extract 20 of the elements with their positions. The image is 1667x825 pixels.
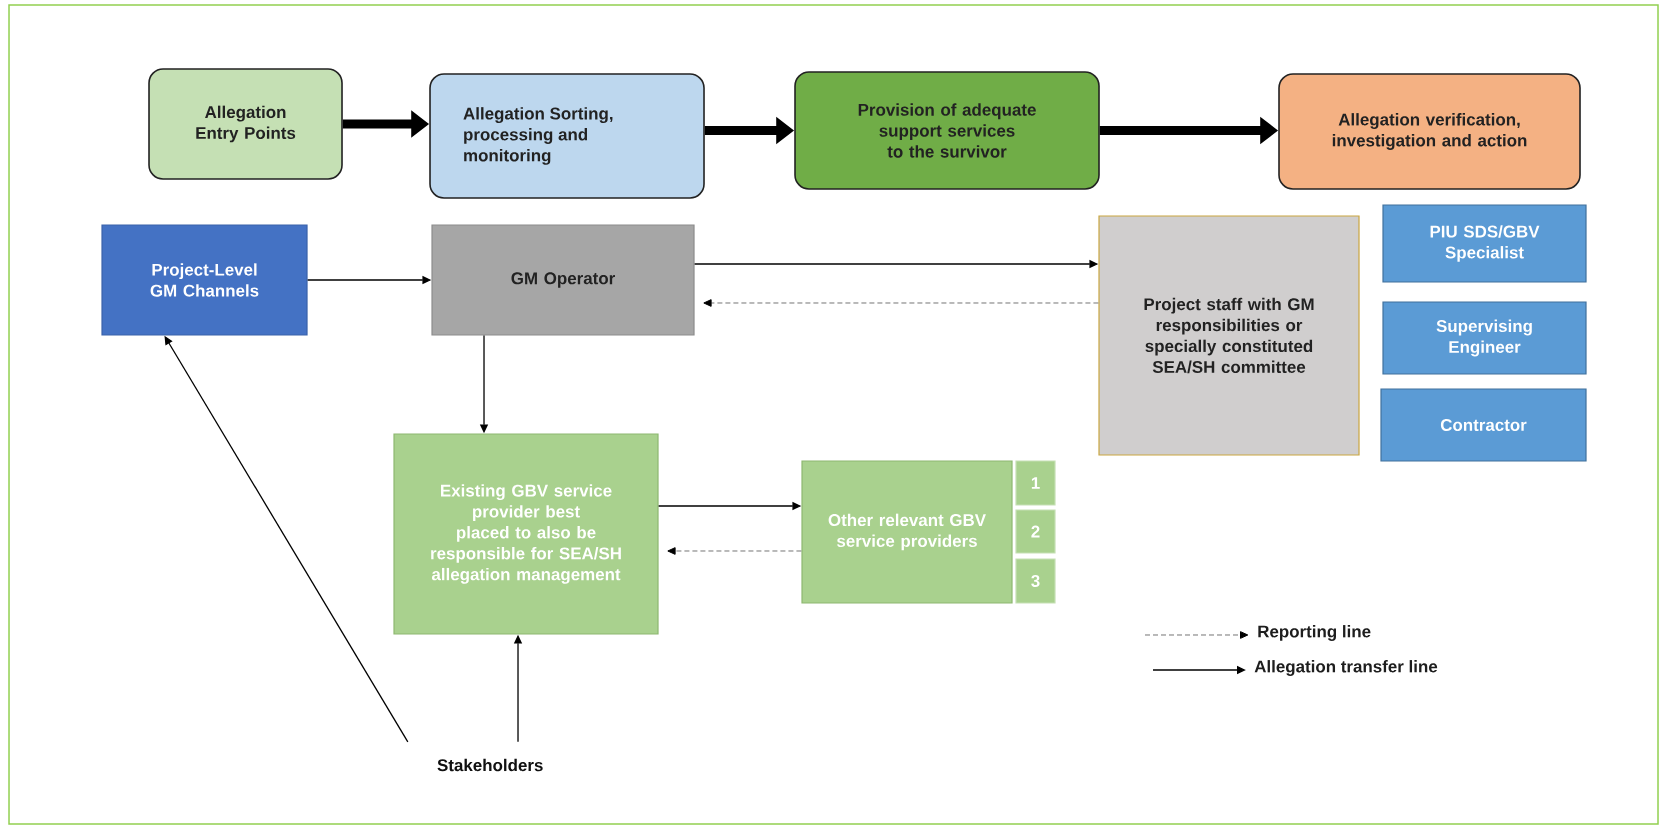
- number-box: 2: [1015, 509, 1056, 554]
- stage-box: Allegation Entry Points: [148, 68, 343, 180]
- stage-box: Allegation verification, investigation and action: [1278, 73, 1581, 190]
- process-box: GM Operator: [431, 224, 695, 336]
- stakeholders-label: Stakeholders: [437, 758, 543, 772]
- role-box: Supervising Engineer: [1382, 301, 1587, 375]
- role-box: Contractor: [1380, 388, 1587, 462]
- process-box: Existing GBV service provider best placed to also be responsible for SEA/SH allegation management: [393, 433, 659, 635]
- stage-box: Allegation Sorting, processing and monitoring: [429, 73, 705, 199]
- process-box: Other relevant GBV service providers: [801, 460, 1013, 604]
- legend-label: Reporting line: [1258, 625, 1371, 641]
- stage-box: Provision of adequate support services to the survivor: [794, 71, 1100, 190]
- arrow: [703, 299, 1099, 307]
- legend-label: Allegation transfer line: [1254, 660, 1438, 676]
- number-box: 3: [1015, 558, 1056, 604]
- process-box: Project staff with GM responsibilities or specially constituted SEA/SH committee: [1098, 215, 1360, 456]
- number-box: 1: [1015, 460, 1056, 506]
- process-box: Project-Level GM Channels: [101, 224, 308, 336]
- arrow: [667, 547, 802, 555]
- role-box: PIU SDS/GBV Specialist: [1382, 204, 1587, 283]
